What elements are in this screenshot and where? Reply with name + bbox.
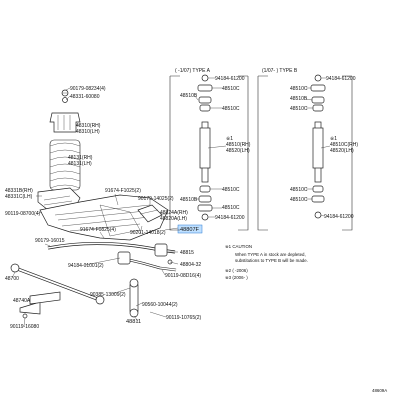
type-a-shock: [197, 74, 213, 221]
type-a-shock-lh: 48520(LH): [226, 148, 250, 154]
callout-48331c-lh: 48331C(LH): [5, 194, 33, 200]
lower-arm: [19, 291, 61, 315]
type-a-frame: [169, 75, 249, 231]
callout-91674-f1025: 91674-F1025(2): [105, 188, 141, 194]
callout-90179-08234: 90179-08234(4): [70, 86, 106, 92]
callout-90385-13009: 90385-13009(2): [90, 292, 126, 298]
note-line-2: When TYPE A in stock are depleted,: [235, 252, 306, 257]
axle-housing: [39, 194, 169, 241]
bar-bushing: [117, 243, 173, 265]
type-a-48510c-3: 48510C: [222, 187, 240, 193]
type-a-48510b: 48510B: [180, 93, 198, 99]
stabilizer-link: [129, 278, 139, 318]
type-a-top-bolt: 94184-61200: [215, 76, 245, 82]
highlight-48807f: [177, 224, 203, 234]
type-a-shock-rh: 48510(RH): [226, 142, 251, 148]
type-b-shock: [310, 74, 326, 219]
type-b-top-bolt: 94184-61200: [326, 76, 356, 82]
callout-94184-01001: 94184-01001(2): [68, 263, 104, 269]
type-a-mark: ※1: [226, 136, 233, 142]
callout-90119-16080: 90119-16080: [10, 324, 39, 330]
type-a-header: ( -1/07) TYPE A: [175, 68, 211, 74]
callout-48820a-lh: 48820A(LH): [160, 216, 187, 222]
callout-48700: 48700: [5, 276, 19, 282]
callout-48310-rh: 48310(RH): [76, 123, 101, 129]
type-b-48510b: 48510B: [290, 96, 308, 102]
type-b-header: (1/07- ) TYPE B: [262, 68, 298, 74]
note-line-4: ※2 ( -2006): [225, 268, 248, 273]
type-b-48510c-1: 48510C: [290, 86, 308, 92]
callout-48815: 48815: [180, 250, 194, 256]
bump-stop-boot: [49, 112, 81, 133]
type-b-48510c-2: 48510C: [290, 106, 308, 112]
callout-48824a-rh: 48824A(RH): [160, 210, 188, 216]
figure-id: 48609A: [372, 388, 387, 393]
callout-90119-10765: 90119-10765(2): [166, 315, 202, 321]
bolt-icon: [22, 313, 28, 319]
leader-lines: [11, 87, 179, 327]
callout-48807f[interactable]: 48807F: [180, 227, 200, 233]
type-a-leaders: [194, 77, 227, 218]
type-a-48510c-1: 48510C: [222, 86, 240, 92]
type-b-bottom-bolt: 94184-61200: [324, 214, 354, 220]
note-line-3: substitutions to TYPE B will be made.: [235, 258, 308, 263]
callout-48131-lh: 48131(LH): [68, 161, 92, 167]
type-b-48510c-3: 48510C: [290, 187, 308, 193]
type-a-48510c-2: 48510C: [222, 106, 240, 112]
type-b-frame: [257, 75, 353, 231]
mount-bracket: [137, 204, 163, 223]
top-nut-group: [61, 89, 69, 103]
notes-block: ※1 CAUTION When TYPE A in stock are depl…: [225, 244, 308, 280]
callout-48331-60080: 48331-60080: [70, 94, 100, 100]
type-b-mark: ※1: [330, 136, 337, 142]
callout-91674-f0825: 91674-F0825(4): [80, 227, 116, 233]
callout-48811: 48811: [126, 319, 141, 325]
callout-90560-10044: 90560-10044(2): [142, 302, 178, 308]
callout-90119-08d16: 90119-08D16(4): [165, 273, 201, 279]
callout-48804-32: 48804-32: [180, 262, 201, 268]
callout-48740a: 48740A: [13, 298, 31, 304]
type-b-shock-lh: 48520(LH): [330, 148, 354, 154]
note-line-5: ※3 (2006- ): [225, 275, 248, 280]
callout-48131-rh: 48131(RH): [68, 155, 93, 161]
callout-90201-14018: 90201-14018(2): [130, 230, 166, 236]
type-a-48510c-4: 48510C: [222, 205, 240, 211]
callout-48310-lh: 48310(LH): [76, 129, 100, 135]
type-b-48510c-4: 48510C: [290, 197, 308, 203]
callout-90179-14025: 90179-14025(2): [138, 196, 174, 202]
type-a-48510b-2: 48510B: [180, 197, 198, 203]
callout-48331b-rh: 48331B(RH): [5, 188, 33, 194]
type-b-shock-rh: 48510C(RH): [330, 142, 358, 148]
type-b-leaders: [305, 77, 331, 217]
callout-90119-08700: 90119-08700(4): [5, 211, 41, 217]
lateral-rod: [10, 263, 105, 305]
callout-90179-16015: 90179-16015: [35, 238, 65, 244]
note-line-1: ※1 CAUTION: [225, 244, 252, 249]
type-a-bottom-bolt: 94184-61200: [215, 215, 245, 221]
